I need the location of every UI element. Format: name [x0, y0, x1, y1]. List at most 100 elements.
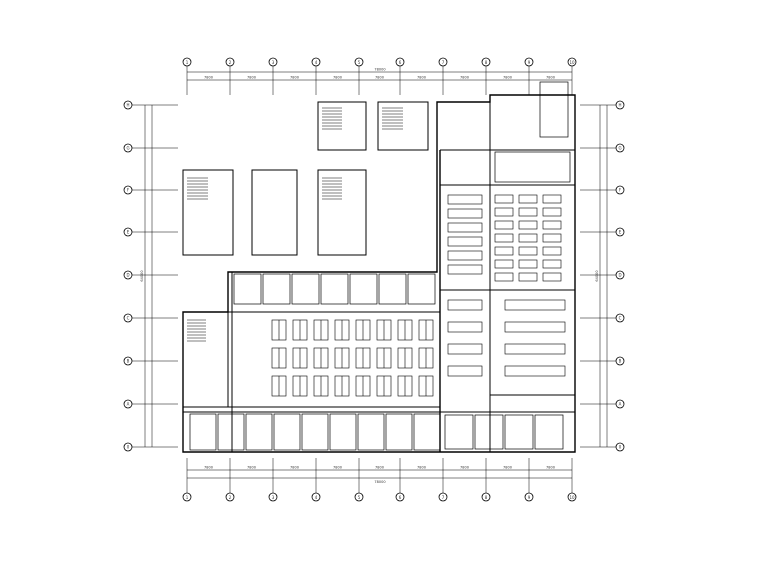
office-room — [385, 413, 413, 451]
column-bubble-bottom: 3 — [268, 458, 278, 502]
meeting-room — [494, 151, 571, 183]
office-room — [534, 414, 564, 450]
building-outline — [182, 94, 576, 453]
desk-cluster — [518, 272, 538, 282]
column-bubble-top: 7 — [438, 57, 448, 95]
desk-cluster — [494, 259, 514, 269]
row-bubble-right: 0 — [580, 442, 625, 452]
column-bubble-bottom: 10 — [567, 458, 577, 502]
column-label: 7 — [442, 495, 445, 500]
desk-cluster — [518, 246, 538, 256]
desk-cluster — [447, 250, 483, 261]
office-room — [217, 413, 245, 451]
column-label: 10 — [569, 495, 575, 500]
column-bubble-bottom: 9 — [524, 458, 534, 502]
desk-cluster — [504, 343, 566, 355]
column-label: 1 — [186, 60, 189, 65]
row-label: E — [127, 230, 130, 235]
column-label: 10 — [569, 60, 575, 65]
column-label: 8 — [485, 60, 488, 65]
segment-dimension: 7800 — [460, 76, 469, 80]
column-bubble-bottom: 2 — [225, 458, 235, 502]
row-label: E — [619, 230, 622, 235]
row-label: 0 — [619, 445, 622, 450]
row-bubble-left: C — [123, 313, 178, 323]
desk-cluster — [518, 233, 538, 243]
office-desks — [271, 194, 566, 397]
column-bubble-top: 9 — [524, 57, 534, 95]
office-room — [349, 273, 378, 305]
desk-cluster — [447, 194, 483, 205]
total-dimension: 78000 — [374, 68, 385, 72]
desk-cluster — [447, 208, 483, 219]
desk-cluster — [494, 194, 514, 204]
column-bubble-bottom: 1 — [182, 458, 192, 502]
desk-cluster — [447, 299, 483, 311]
row-bubble-left: H — [123, 100, 178, 110]
desk-cluster — [494, 207, 514, 217]
column-bubble-top: 1 — [182, 57, 192, 95]
desk-cluster — [518, 220, 538, 230]
row-bubble-right: F — [580, 185, 625, 195]
segment-dimension: 7800 — [247, 76, 256, 80]
row-bubble-right: D — [580, 270, 625, 280]
row-label: H — [126, 103, 129, 108]
column-bubble-top: 6 — [395, 57, 405, 95]
segment-dimension: 7800 — [460, 466, 469, 470]
desk-cluster — [494, 246, 514, 256]
segment-dimension: 7800 — [247, 466, 256, 470]
segment-dimension: 7800 — [375, 466, 384, 470]
desk-cluster — [447, 365, 483, 377]
row-bubble-right: B — [580, 356, 625, 366]
row-bubble-right: H — [580, 100, 625, 110]
row-label: A — [619, 402, 622, 407]
row-label: 0 — [127, 445, 130, 450]
stair-core-3 — [182, 169, 234, 256]
desk-cluster — [542, 233, 562, 243]
row-label: D — [126, 273, 129, 278]
column-bubble-bottom: 4 — [311, 458, 321, 502]
stair-core-5 — [317, 169, 367, 256]
segment-dimension: 7800 — [503, 76, 512, 80]
segment-dimension: 7800 — [503, 466, 512, 470]
desk-cluster — [542, 246, 562, 256]
office-room — [273, 413, 301, 451]
column-label: 2 — [229, 60, 232, 65]
segment-dimension: 7800 — [290, 466, 299, 470]
segment-dimension: 7800 — [290, 76, 299, 80]
office-room — [407, 273, 436, 305]
column-bubble-top: 2 — [225, 57, 235, 95]
desk-cluster — [447, 343, 483, 355]
desk-cluster — [494, 220, 514, 230]
total-dimension: 64000 — [595, 270, 599, 281]
column-label: 3 — [272, 60, 275, 65]
total-dimension: 64000 — [140, 270, 144, 281]
office-room — [329, 413, 357, 451]
desk-cluster — [542, 207, 562, 217]
desk-cluster — [542, 194, 562, 204]
column-label: 4 — [315, 60, 318, 65]
row-label: A — [127, 402, 130, 407]
floor-plan — [182, 94, 576, 453]
office-room — [504, 414, 534, 450]
office-room — [378, 273, 407, 305]
row-bubble-left: D — [123, 270, 178, 280]
segment-dimension: 7800 — [204, 466, 213, 470]
total-dimension: 78000 — [374, 480, 385, 484]
row-bubble-right: G — [580, 143, 625, 153]
column-bubble-top: 10 — [567, 57, 577, 95]
row-bubble-left: F — [123, 185, 178, 195]
office-room — [474, 414, 504, 450]
stair-treads — [187, 107, 403, 342]
column-label: 5 — [358, 495, 361, 500]
column-label: 7 — [442, 60, 445, 65]
office-rooms — [189, 81, 571, 451]
row-label: C — [619, 316, 622, 321]
column-label: 9 — [528, 495, 531, 500]
column-label: 1 — [186, 495, 189, 500]
row-bubble-left: 0 — [123, 442, 178, 452]
stair-core-1 — [317, 101, 367, 151]
desk-cluster — [447, 264, 483, 275]
